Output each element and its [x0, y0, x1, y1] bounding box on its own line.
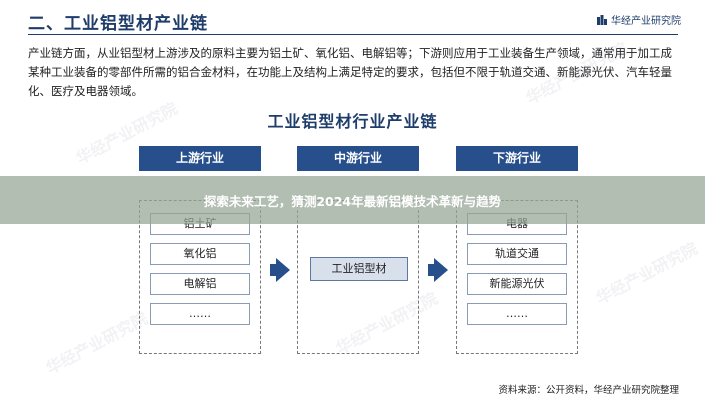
arrow-right-icon [434, 258, 448, 282]
overlay-banner: 探索未来工艺，猜测2024年最新铝模技术革新与趋势 [0, 176, 705, 224]
source-note: 资料来源：公开资料，华经产业研究院整理 [498, 385, 679, 396]
arrow-stem-up-mid [270, 264, 278, 276]
downstream-header: 下游行业 [456, 146, 578, 171]
watermark: 华经产业研究院 [592, 238, 701, 309]
upstream-header: 上游行业 [139, 146, 261, 171]
downstream-item: 新能源光伏 [467, 273, 567, 295]
midstream-box: 工业铝型材 [297, 200, 419, 354]
upstream-item: 电解铝 [150, 273, 250, 295]
upstream-item: …… [150, 303, 250, 325]
brand-name: 华经产业研究院 [611, 16, 681, 27]
banner-headline[interactable]: 探索未来工艺，猜测2024年最新铝模技术革新与趋势 [203, 194, 502, 209]
section-title: 二、工业铝型材产业链 [28, 14, 208, 34]
watermark: 华经产业研究院 [42, 308, 151, 379]
brand: 华经产业研究院 [597, 12, 681, 27]
header-divider [28, 34, 678, 35]
intro-paragraph: 产业链方面，从业铝型材上游涉及的原料主要为铝土矿、氧化铝、电解铝等；下游则应用于… [28, 46, 672, 98]
brand-logo-icon [597, 14, 607, 25]
upstream-item: 氧化铝 [150, 243, 250, 265]
header: 二、工业铝型材产业链 华经产业研究院 [0, 0, 705, 38]
arrow-stem-mid-down [428, 264, 436, 276]
midstream-item: 工业铝型材 [310, 257, 408, 281]
downstream-item: …… [467, 303, 567, 325]
downstream-item: 轨道交通 [467, 243, 567, 265]
diagram-title: 工业铝型材行业产业链 [267, 112, 438, 131]
midstream-header: 中游行业 [297, 146, 419, 171]
arrow-right-icon [276, 258, 290, 282]
